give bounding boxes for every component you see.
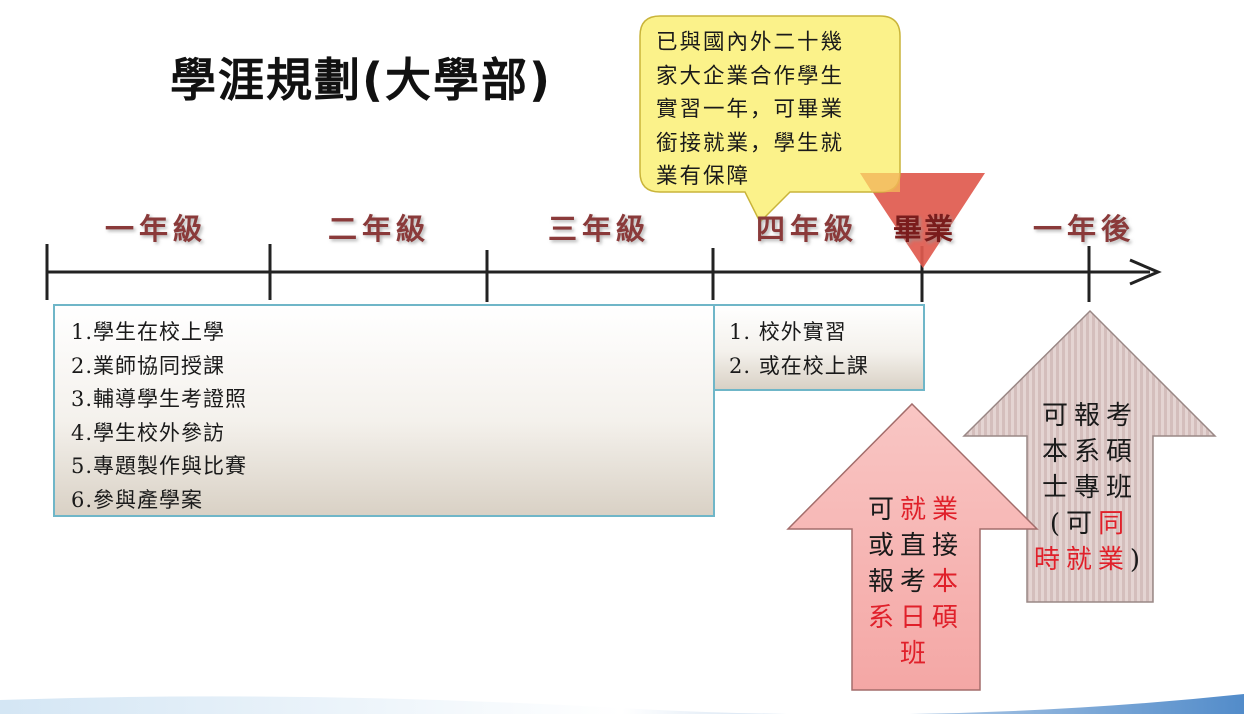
callout-line: 銜接就業，學生就 <box>656 130 845 156</box>
list-item: 1.學生在校上學 <box>71 320 226 344</box>
list-item: 1. 校外實習 <box>729 320 847 344</box>
list-item: 2. 或在校上課 <box>729 353 869 378</box>
callout-text: 已與國內外二十幾 家大企業合作學生 實習一年，可畢業 銜接就業，學生就 業有保障 <box>656 26 888 194</box>
timeline-arrowhead-icon <box>1129 258 1162 286</box>
arrow-text-part: ) <box>1129 545 1147 575</box>
after-one-year-label: 一年後 <box>1033 212 1136 246</box>
list-item: 6.參與產學案 <box>71 487 204 512</box>
arrow-text-highlight: 就業 <box>900 495 965 525</box>
list-item: 5.專題製作與比賽 <box>71 454 248 478</box>
arrow-graduate-shape <box>786 402 1039 691</box>
arrow-text-highlight: 班 <box>899 639 932 669</box>
arrow-text-part: (可 <box>1049 509 1099 539</box>
arrow-after-text: 可報考 本系碩 士專班 (可同 時就業) <box>1027 398 1153 578</box>
graduation-label: 畢業 <box>893 212 956 246</box>
callout-line: 實習一年，可畢業 <box>656 97 845 122</box>
bottom-wave-band <box>0 694 1244 714</box>
arrow-text-line: 士專班 <box>1041 473 1138 503</box>
year-label-4: 四年級 <box>756 212 859 246</box>
graduation-triangle <box>860 173 985 268</box>
arrow-text-part: 可 <box>867 495 900 525</box>
callout-bubble <box>639 15 901 224</box>
page-title: 學涯規劃(大學部) <box>170 53 553 107</box>
arrow-text-highlight: 同 <box>1098 509 1131 539</box>
year-label-2: 二年級 <box>328 212 431 246</box>
callout-line: 業有保障 <box>656 164 751 189</box>
list-item: 2.業師協同授課 <box>71 353 226 378</box>
arrow-text-part: 報考 <box>867 567 932 597</box>
arrow-text-highlight: 系日碩 <box>867 603 964 633</box>
internship-box: 1. 校外實習 2. 或在校上課 <box>713 304 925 391</box>
callout-line: 家大企業合作學生 <box>656 63 845 89</box>
arrow-graduate-text: 可就業 或直接 報考本 系日碩 班 <box>852 492 980 672</box>
arrow-text-line: 可報考 <box>1041 401 1138 431</box>
arrow-text-line: 或直接 <box>867 531 964 561</box>
list-item: 3.輔導學生考證照 <box>71 387 248 411</box>
arrow-text-highlight: 本 <box>932 567 965 597</box>
school-years-box: 1.學生在校上學 2.業師協同授課 3.輔導學生考證照 4.學生校外參訪 5.專… <box>53 304 715 517</box>
arrow-text-highlight: 時就業 <box>1033 545 1130 575</box>
list-item: 4.學生校外參訪 <box>71 420 226 445</box>
year-label-3: 三年級 <box>548 212 651 246</box>
callout-line: 已與國內外二十幾 <box>656 30 845 55</box>
arrow-after-shape <box>962 309 1217 603</box>
arrow-text-line: 本系碩 <box>1041 437 1138 467</box>
year-label-1: 一年級 <box>105 212 208 246</box>
